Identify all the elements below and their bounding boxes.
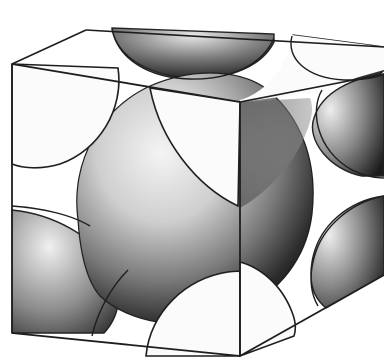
right-face-cut-lower: [240, 262, 295, 356]
sphere-cap-right-lower: [311, 196, 384, 308]
top-face-edge-left: [12, 30, 86, 64]
